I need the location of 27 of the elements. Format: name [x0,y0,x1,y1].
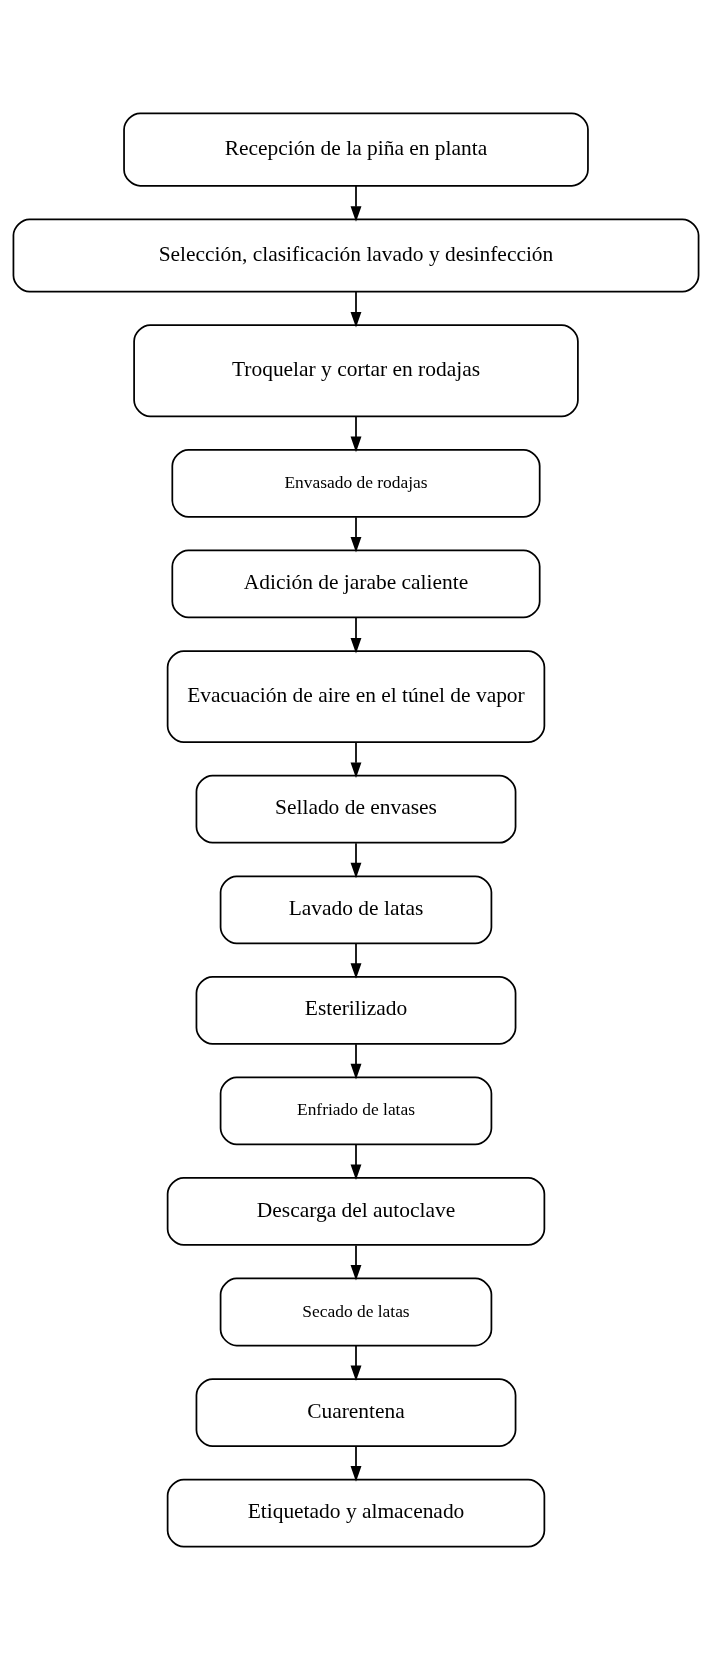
arrow [350,516,362,552]
node-box: Enfriado de latas [219,1076,493,1145]
arrow [350,841,362,878]
arrow [350,415,362,452]
node-box: Adición de jarabe caliente [171,549,541,618]
node-box: Esterilizado [195,975,517,1045]
arrow [350,942,362,979]
arrow [350,1344,362,1381]
node-box: Envasado de rodajas [171,448,541,518]
arrow [350,1042,362,1079]
node-box: Evacuación de aire en el túnel de vapor [166,649,546,743]
node-box: Secado de latas [219,1277,493,1346]
arrow [350,290,362,328]
arrow [350,741,362,778]
arrow [350,184,362,222]
arrow [350,1445,362,1482]
arrow [350,1244,362,1280]
node-box: Sellado de envases [195,774,517,844]
node-box: Troquelar y cortar en rodajas [133,323,579,417]
node-box: Recepción de la piña en planta [123,112,589,187]
arrow [350,1143,362,1180]
node-box: Selección, clasificación lavado y desinfección [12,217,700,293]
arrow [350,616,362,653]
node-box: Descarga del autoclave [166,1176,546,1246]
node-box: Etiquetado y almacenado [166,1478,546,1547]
node-box: Lavado de latas [219,874,493,944]
node-box: Cuarentena [195,1377,517,1447]
